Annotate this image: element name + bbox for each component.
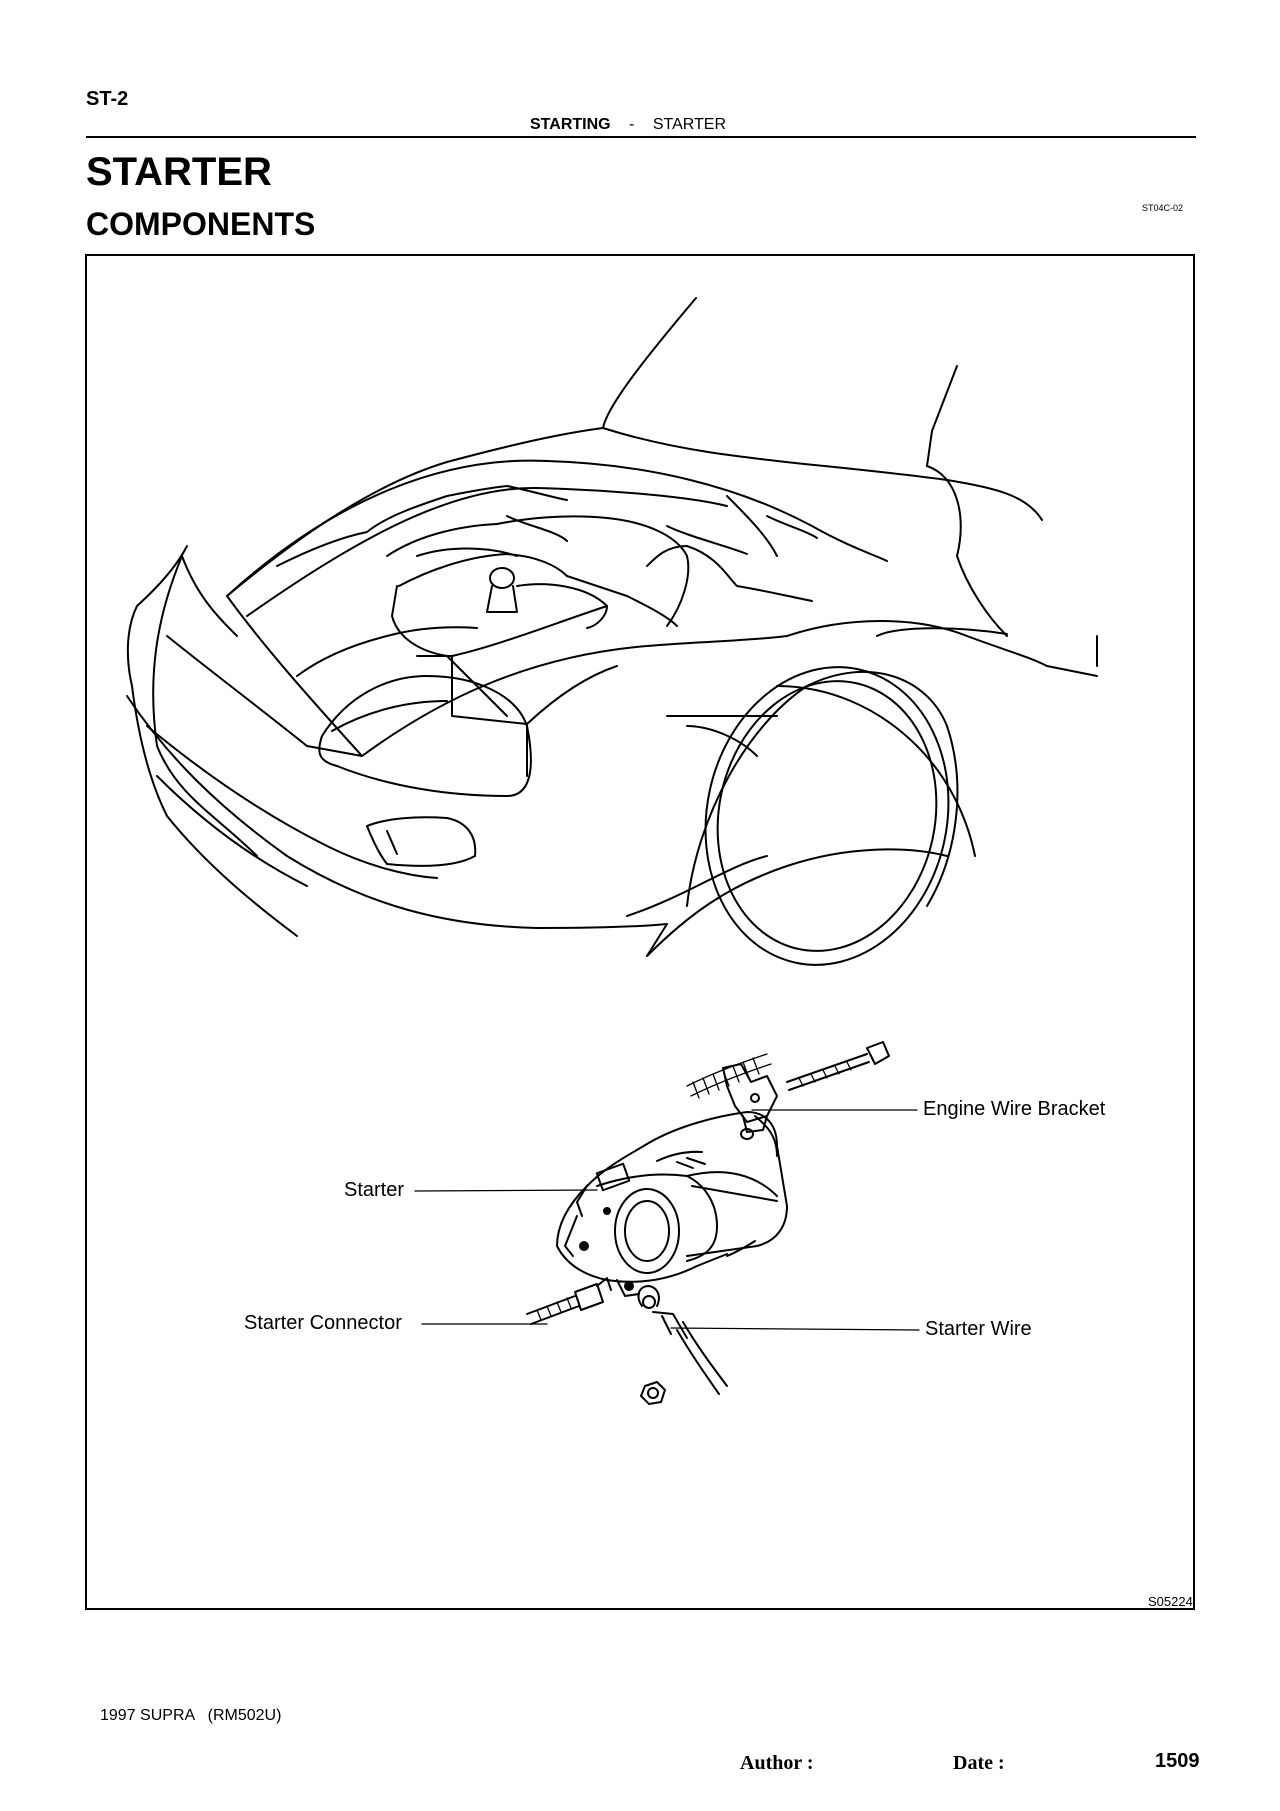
car-and-starter-illustration bbox=[126, 297, 1098, 1405]
author-label: Author : bbox=[740, 1752, 814, 1774]
label-starter-wire: Starter Wire bbox=[925, 1318, 1032, 1340]
starter-connector-drawing bbox=[526, 1277, 612, 1325]
components-figure: Engine Wire Bracket Starter Starter Conn… bbox=[85, 254, 1195, 1610]
page-subtitle: COMPONENTS bbox=[86, 206, 316, 242]
engine-wire-bracket-drawing bbox=[686, 1041, 890, 1133]
page-title: STARTER bbox=[86, 150, 272, 194]
header-rule bbox=[86, 136, 1196, 138]
label-engine-wire-bracket: Engine Wire Bracket bbox=[923, 1098, 1106, 1120]
model-reference: 1997 SUPRA (RM502U) bbox=[100, 1707, 282, 1724]
label-starter: Starter bbox=[344, 1179, 405, 1201]
document-code: ST04C-02 bbox=[1142, 203, 1184, 213]
leader-lines bbox=[414, 1109, 920, 1331]
car-drawing bbox=[126, 297, 1098, 966]
starter-drawing bbox=[556, 1111, 788, 1297]
page-id: ST-2 bbox=[86, 88, 129, 110]
label-starter-connector: Starter Connector bbox=[244, 1312, 402, 1334]
running-head: STARTING - STARTER bbox=[530, 116, 726, 134]
date-label: Date : bbox=[953, 1752, 1005, 1774]
page-number: 1509 bbox=[1155, 1750, 1200, 1772]
section-name: STARTING bbox=[530, 116, 611, 133]
figure-id: S05224 bbox=[1148, 1594, 1193, 1609]
starter-wire-drawing bbox=[637, 1285, 728, 1405]
subsection-name: STARTER bbox=[652, 116, 727, 133]
section-separator: - bbox=[629, 116, 635, 133]
